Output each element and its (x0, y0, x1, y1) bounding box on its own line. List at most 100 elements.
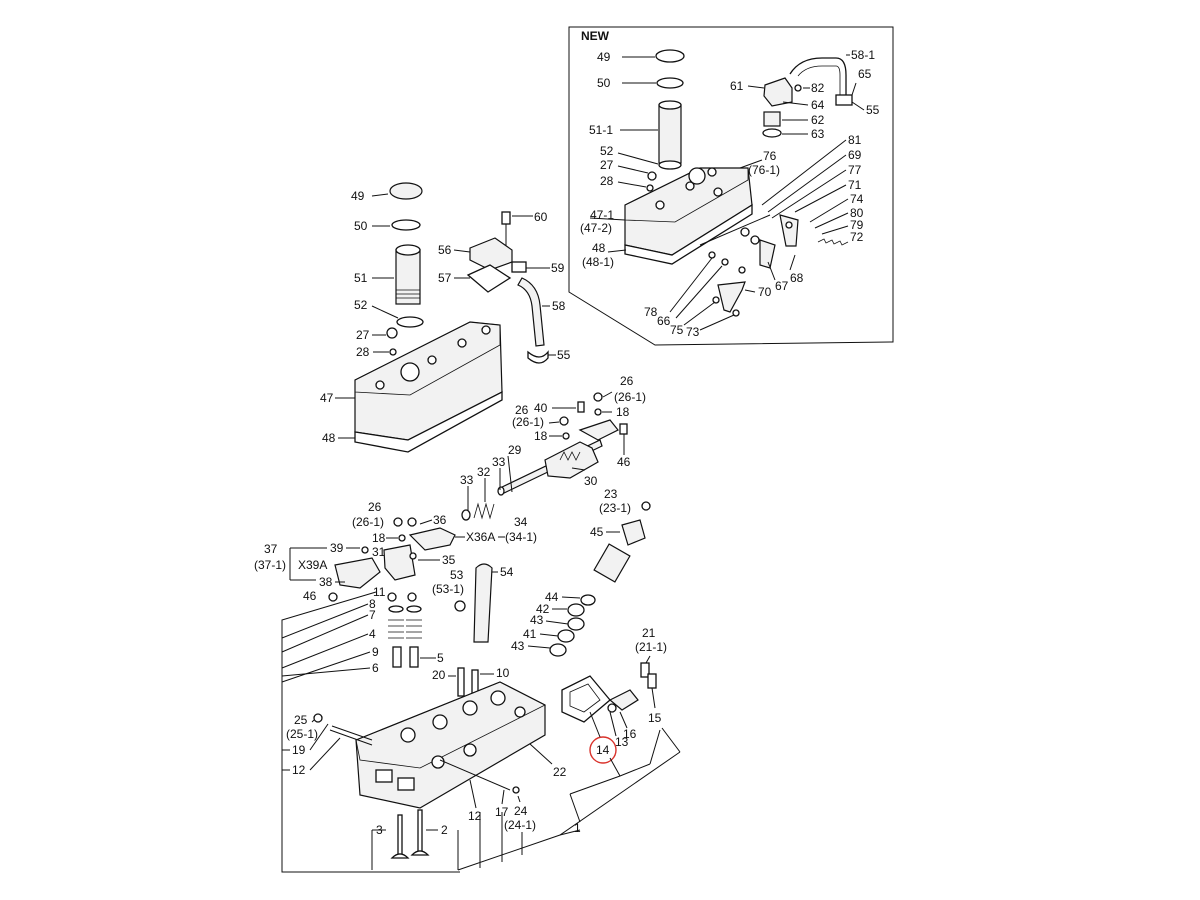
callout-r37-1: (37-1) (254, 558, 286, 572)
callout-r34-1: (34-1) (505, 530, 537, 544)
filler-tube-new (658, 104, 682, 164)
callout-r10: 10 (496, 666, 510, 680)
exhaust-bracket (608, 689, 639, 711)
callout-r20: 20 (432, 668, 446, 682)
callout-r26-1a: (26-1) (614, 390, 646, 404)
hose-clamp (527, 350, 549, 364)
valve-guide-left (392, 646, 402, 668)
stop-lever-new (759, 239, 776, 269)
callout-r5: 5 (437, 651, 444, 665)
callout-r26c: 26 (368, 500, 382, 514)
callout-r24-1: (24-1) (504, 818, 536, 832)
callout-n76: 76 (763, 149, 777, 163)
callout-r18a: 18 (616, 405, 630, 419)
callout-n27: 27 (600, 158, 614, 172)
intake-valve (397, 814, 403, 856)
callout-l47: 47 (320, 391, 334, 405)
exhaust-valve (417, 809, 423, 853)
callout-r39: 39 (330, 541, 344, 555)
callout-n74: 74 (850, 192, 864, 206)
callout-n66: 66 (657, 314, 671, 328)
callout-n50: 50 (597, 76, 611, 90)
callout-r6: 6 (372, 661, 379, 675)
callout-r33b: 33 (492, 455, 506, 469)
callout-r32: 32 (477, 465, 491, 479)
callout-l50: 50 (354, 219, 368, 233)
callout-n63: 63 (811, 127, 825, 141)
callout-l48: 48 (322, 431, 336, 445)
callout-r11: 11 (373, 585, 386, 599)
callout-r23-1: (23-1) (599, 501, 631, 515)
callout-r26a: 26 (620, 374, 634, 388)
rocker-arm-group: 40 26 (26-1) 18 26 (26-1) 18 46 29 33 32… (254, 374, 651, 643)
exhaust-gasket (561, 675, 611, 723)
link-plate-new (717, 281, 746, 313)
callout-n47-2: (47-2) (580, 221, 612, 235)
callout-n62: 62 (811, 113, 825, 127)
callout-r13: 13 (615, 735, 629, 749)
highlight-circle (589, 736, 617, 764)
callout-n49: 49 (597, 50, 611, 64)
rocker-support (383, 544, 416, 581)
breather-element-new (763, 111, 781, 127)
callout-r26-1c: (26-1) (352, 515, 384, 529)
filler-tube (395, 249, 421, 305)
callout-l55: 55 (557, 348, 571, 362)
callout-r41: 41 (523, 627, 537, 641)
callout-n76-1: (76-1) (748, 163, 780, 177)
callout-n69: 69 (848, 148, 862, 162)
callout-r4: 4 (369, 627, 376, 641)
callout-r8: 8 (369, 597, 376, 611)
callout-r12b: 12 (468, 809, 482, 823)
callout-r23: 23 (604, 487, 618, 501)
callout-n80: 80 (850, 206, 864, 220)
callout-r12a: 12 (292, 763, 306, 777)
callout-r37: 37 (264, 542, 278, 556)
callout-r19: 19 (292, 743, 306, 757)
breather-pipe-new (789, 57, 847, 95)
callout-r43b: 43 (511, 639, 525, 653)
callout-r24: 24 (514, 804, 528, 818)
callout-l57: 57 (438, 271, 452, 285)
callout-r21-1: (21-1) (635, 640, 667, 654)
valve-cover-new (624, 167, 753, 256)
callout-r53: 53 (450, 568, 464, 582)
return-spring-new (817, 238, 849, 246)
callout-r18b: 18 (534, 429, 548, 443)
fuel-injector (593, 543, 631, 583)
callout-r36a: X36A (466, 530, 495, 544)
injector-flange (621, 519, 646, 546)
valve-spring-left (388, 619, 404, 639)
valve-cover-group: 49 50 51 52 27 28 47 48 60 (320, 182, 571, 453)
callout-r18c: 18 (372, 531, 386, 545)
callout-r43a: 43 (530, 613, 544, 627)
callout-n64: 64 (811, 98, 825, 112)
o-ring-new (656, 77, 684, 89)
callout-r30: 30 (584, 474, 598, 488)
callout-n28: 28 (600, 174, 614, 188)
breather-gasket (466, 264, 512, 293)
control-lever-new (779, 214, 799, 247)
valve-cover (354, 321, 503, 441)
callout-n73: 73 (686, 325, 700, 339)
rocker-arm-left (408, 527, 456, 551)
callout-l60: 60 (534, 210, 548, 224)
callout-r46a: 46 (617, 455, 631, 469)
breather-cover-new (763, 77, 793, 107)
callout-r40: 40 (534, 401, 548, 415)
callout-r22: 22 (553, 765, 567, 779)
callout-n67: 67 (775, 279, 789, 293)
callout-n48-1: (48-1) (582, 255, 614, 269)
rocker-bracket (544, 441, 599, 479)
callout-n65: 65 (858, 67, 872, 81)
callout-l59: 59 (551, 261, 565, 275)
callout-n58-1: 58-1 (851, 48, 875, 62)
callout-r7: 7 (369, 608, 376, 622)
callout-r44: 44 (545, 590, 559, 604)
callout-r3: 3 (376, 823, 383, 837)
callout-r33a: 33 (460, 473, 474, 487)
callout-r36: 36 (433, 513, 447, 527)
callout-r34: 34 (514, 515, 528, 529)
valve-guide-right (409, 646, 419, 668)
